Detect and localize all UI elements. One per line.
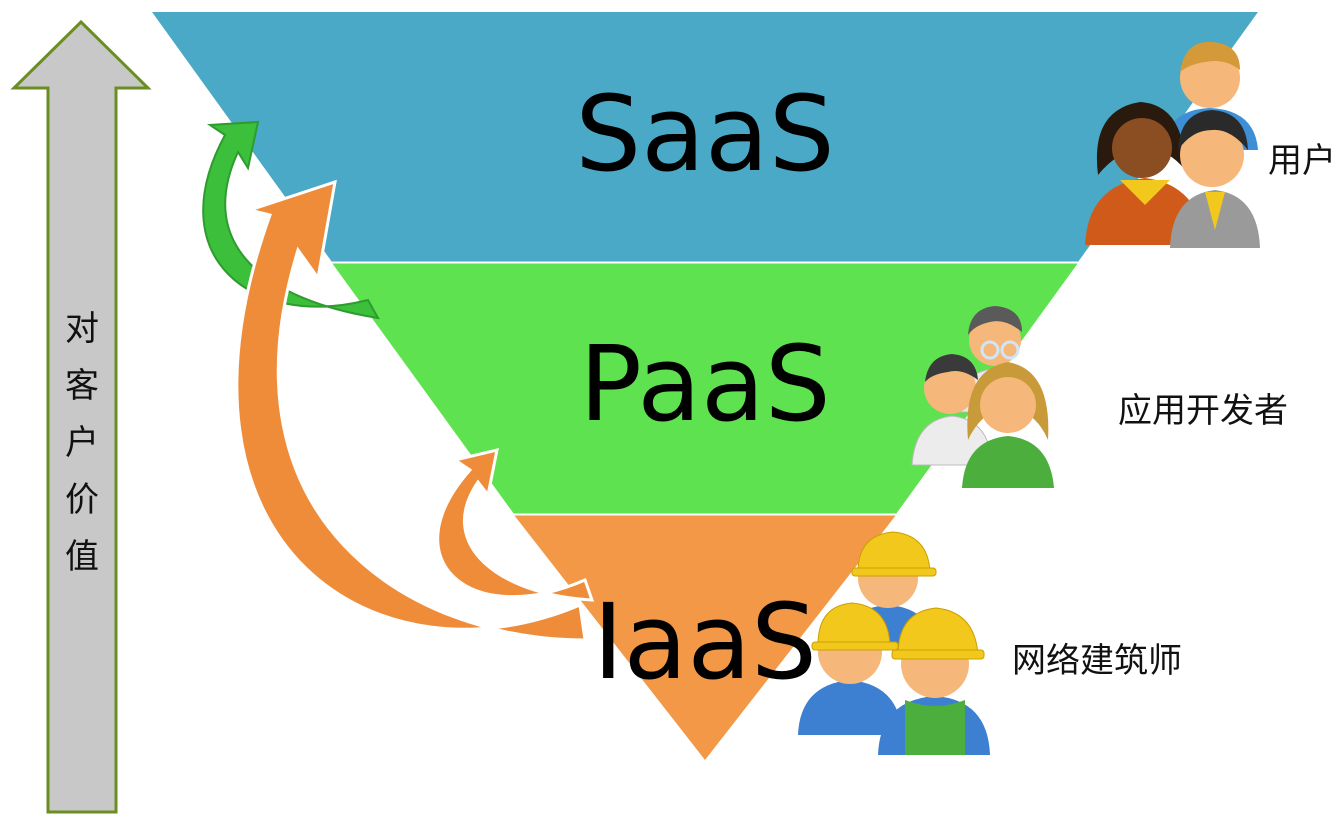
paas-layer xyxy=(332,263,1078,514)
developers-icon xyxy=(911,306,1054,488)
paas-label: PaaS xyxy=(579,323,831,445)
users-icon xyxy=(1085,41,1260,248)
axis-arrow xyxy=(10,19,152,814)
customer-value-axis: 对 客 户 价 值 xyxy=(10,19,152,814)
orange-arrow-iaas-to-paas xyxy=(436,447,595,602)
axis-label-char-2: 客 xyxy=(65,366,99,406)
axis-label-char-3: 户 xyxy=(65,423,99,463)
axis-label-char-5: 值 xyxy=(65,537,99,577)
saas-label: SaaS xyxy=(575,73,835,195)
iaas-label: IaaS xyxy=(593,581,817,703)
architects-icon xyxy=(798,531,990,755)
iaas-layer xyxy=(514,515,896,760)
axis-label-char-4: 价 xyxy=(65,480,99,520)
role-label-users: 用户 xyxy=(1268,141,1336,181)
axis-label-char-1: 对 xyxy=(65,309,99,349)
saas-layer xyxy=(152,12,1258,262)
role-label-developers: 应用开发者 xyxy=(1118,391,1288,431)
role-label-architects: 网络建筑师 xyxy=(1012,641,1182,681)
orange-arrow-iaas-to-saas xyxy=(235,179,587,642)
